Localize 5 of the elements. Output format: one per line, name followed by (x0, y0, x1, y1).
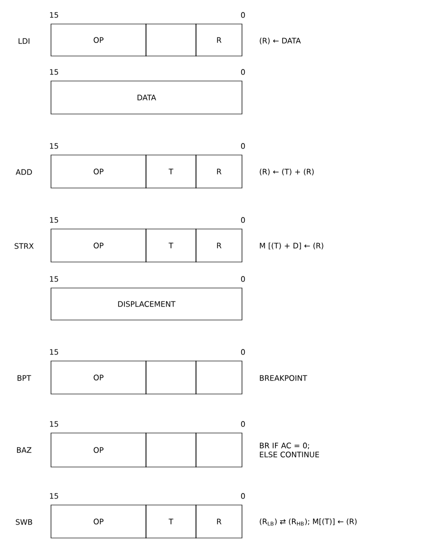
empty-field-cell (146, 432, 196, 468)
empty-field-cell (146, 24, 196, 56)
empty-field-cell (196, 432, 242, 468)
empty-field-cell (146, 360, 196, 394)
empty-field-cell (196, 360, 242, 394)
